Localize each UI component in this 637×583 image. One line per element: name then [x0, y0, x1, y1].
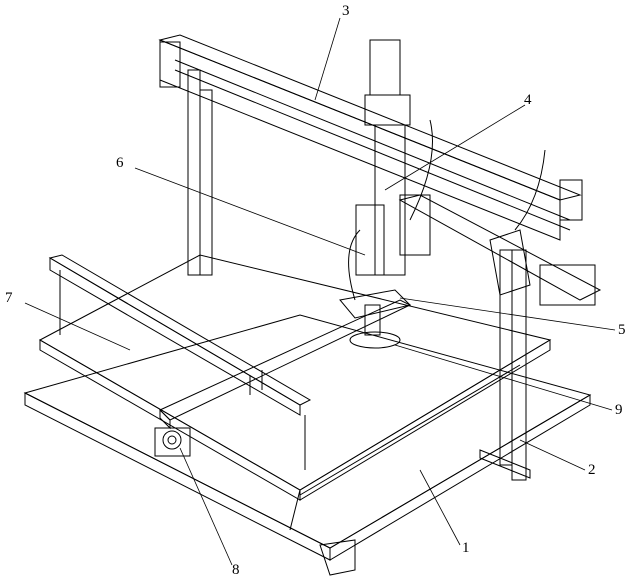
work-table [40, 255, 550, 530]
label-6: 6 [116, 155, 124, 172]
top-beam [160, 35, 582, 240]
label-4: 4 [524, 92, 532, 109]
label-3: 3 [342, 3, 350, 20]
front-gantry [50, 255, 410, 470]
label-8: 8 [232, 562, 240, 579]
label-2: 2 [588, 462, 596, 479]
bearing-seat [155, 428, 190, 456]
label-9: 9 [615, 402, 623, 419]
tool-head [340, 290, 410, 348]
label-5: 5 [618, 322, 626, 339]
label-7: 7 [5, 290, 13, 307]
label-1: 1 [462, 540, 470, 557]
